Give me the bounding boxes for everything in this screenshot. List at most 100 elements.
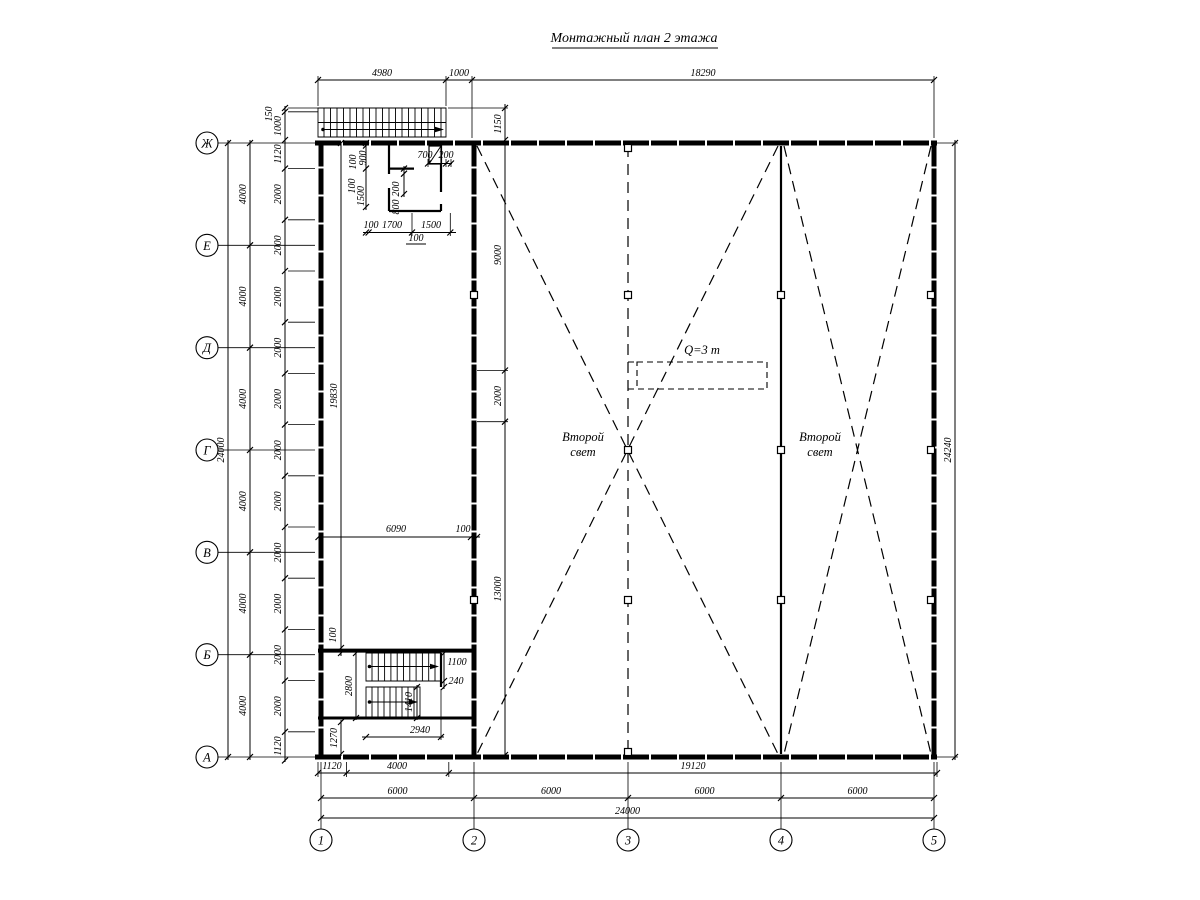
dim-label: 200 [391,182,402,197]
column-marker [623,290,633,300]
dim-label: 1120 [273,736,284,755]
dim-ticks [224,76,959,822]
dim-label: 18290 [691,68,716,79]
axis-bubble [195,438,219,462]
axis-number: 4 [778,834,784,848]
dim-label: 900 [358,151,369,166]
axis-letter: Ж [200,137,213,151]
column-marker [776,290,786,300]
dim-label: 1000 [273,116,284,136]
axis-number: 3 [624,834,631,848]
dim-label: 1000 [449,68,469,79]
dim-labels-right: 24240 [943,438,954,463]
axis-bubble [195,233,219,257]
flight2-arrow [409,699,418,705]
axis-letter: В [203,546,211,560]
top-stair-arrow [435,126,444,133]
dim-label: 6090 [386,524,406,535]
dim-label: 100 [347,179,358,194]
dim-label: 2000 [273,645,284,665]
dim-label: 2000 [273,543,284,563]
axis-number: 5 [931,834,937,848]
dim-label: 6000 [388,786,408,797]
dim-label: 1700 [382,220,402,231]
dim-label: 200 [439,150,454,161]
axis-bubble [195,643,219,667]
axis-bubble [922,828,946,852]
dim-label: 150 [264,107,275,122]
column-marker [469,290,479,300]
room-partitions [387,143,443,213]
axis-bubble [769,828,793,852]
dim-label: 6000 [541,786,561,797]
axis-letter: Б [202,648,211,662]
column-marker [623,143,633,153]
dim-label: 2800 [344,676,355,696]
dim-label: 1500 [356,186,367,206]
dim-label: 1120 [273,144,284,163]
dim-label: 100 [364,220,379,231]
dim-label: 2940 [410,725,430,736]
dim-label: 6000 [695,786,715,797]
column-marker [469,595,479,605]
axis-bubble [195,540,219,564]
axis-letter: Д [202,341,212,355]
column-marker [926,595,936,605]
dim-label: 24240 [943,438,954,463]
dim-label: 2000 [273,696,284,716]
axis-bubble [195,745,219,769]
dim-labels-top: 4980 1000 18290 [372,68,716,79]
flight1-start-dot [367,664,372,669]
dim-label: 2000 [273,389,284,409]
axis-bubble [195,131,219,155]
dim-label: 13000 [493,577,504,602]
drawing-title: Монтажный план 2 этажа [550,31,718,46]
dim-label: 4000 [238,594,249,614]
dim-labels-left: 150 1000 1120 2000 2000 2000 2000 2000 2… [216,107,284,756]
dim-label: 2000 [273,491,284,511]
second-light-label: Второй [799,430,842,444]
axis-bubble [195,336,219,360]
dim-label: 6000 [848,786,868,797]
column-marker [623,595,633,605]
dim-label: 4000 [238,389,249,409]
dim-label: 2000 [493,386,504,406]
dim-label: 1120 [322,761,341,772]
column-marker [776,445,786,455]
top-stair [317,107,447,138]
dim-label: 2000 [273,594,284,614]
axis-bubble [309,828,333,852]
annotations: Второй свет Второй свет [562,430,842,459]
dim-label: 2000 [273,184,284,204]
dim-label: 4000 [238,287,249,307]
second-light-label: Второй [562,430,605,444]
axis-letter: А [202,751,211,765]
dim-labels-hall: 1150 9000 2000 13000 [493,114,504,601]
dim-label: 800 [391,200,402,215]
dim-label: 24000 [615,806,640,817]
dim-label: 100 [456,524,471,535]
crane-beam-outline [636,361,768,390]
dim-label: 1150 [493,114,504,133]
axis-bubble [462,828,486,852]
dimension-lines [218,76,959,829]
crane-beam-ties [628,361,637,390]
dim-label: 4000 [238,696,249,716]
second-light-label: свет [570,445,595,459]
dim-label: 1270 [329,728,340,748]
dim-labels-stair: 1100 240 2800 1410 1270 2940 [329,657,467,748]
dim-labels-bottom: 1120 4000 19120 6000 6000 6000 6000 2400… [322,761,867,817]
bracing [476,145,932,755]
title-block: Монтажный план 2 этажа [550,31,718,49]
axis-bubbles-letters: Ж Е Д Г В Б А [195,131,219,769]
dim-label: 100 [328,628,339,643]
dim-labels-rooms: 700 200 100 900 100 1500 200 800 100 170… [347,150,454,244]
dim-label: 100 [409,233,424,244]
main-walls [315,140,937,760]
second-light-label: свет [807,445,832,459]
dim-label: 4980 [372,68,392,79]
dim-label: 19830 [329,384,340,409]
top-stair-start-dot [321,127,325,132]
